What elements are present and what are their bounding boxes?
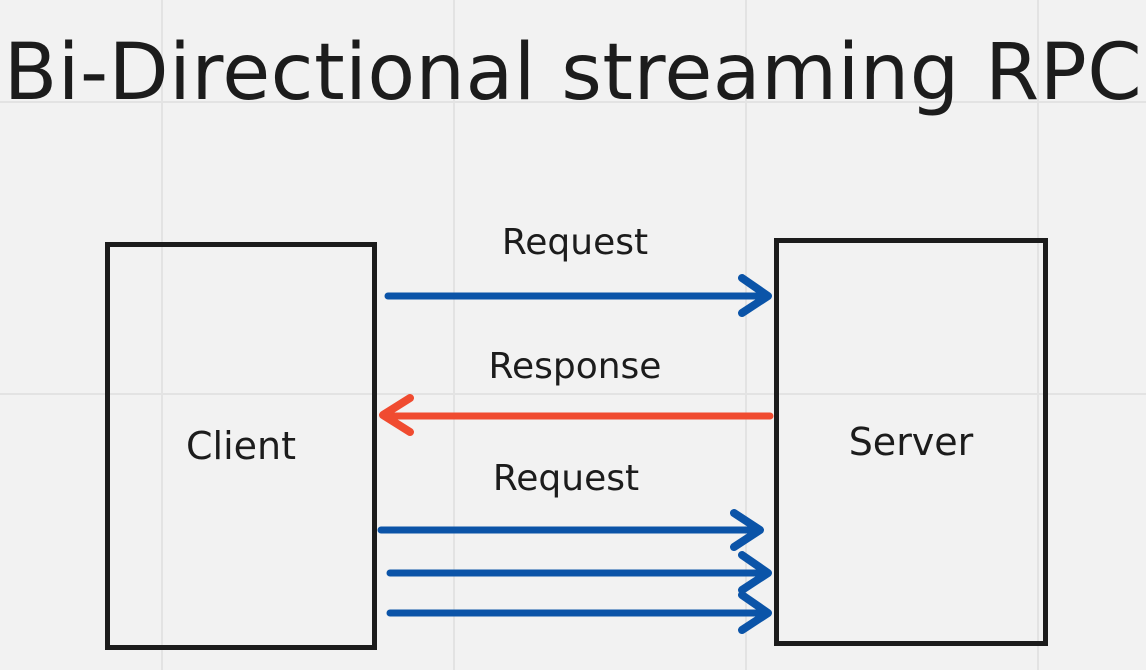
- request-arrow-1[interactable]: [384, 274, 772, 317]
- request-arrow-4[interactable]: [386, 591, 772, 634]
- response-label: Response: [488, 346, 662, 387]
- server-label: Server: [848, 420, 974, 464]
- response-arrow[interactable]: [379, 394, 774, 436]
- request-label-bottom: Request: [492, 458, 640, 499]
- request-arrow-3[interactable]: [386, 551, 772, 594]
- server-node[interactable]: Server: [774, 238, 1048, 646]
- request-arrow-2[interactable]: [377, 509, 764, 551]
- request-label-top: Request: [501, 222, 649, 263]
- diagram-title: Bi-Directional streaming RPC: [3, 28, 1143, 118]
- client-label: Client: [185, 424, 296, 468]
- client-node[interactable]: Client: [105, 242, 377, 650]
